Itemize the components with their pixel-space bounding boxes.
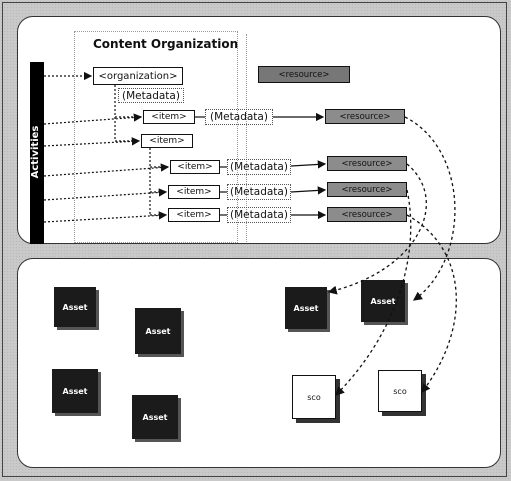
asset-block-4: Asset [132, 395, 178, 439]
organization-divider [246, 34, 247, 242]
content-organization-title: Content Organization [93, 37, 239, 51]
asset-block-5: Asset [285, 287, 327, 329]
item-metadata-4: (Metadata) [227, 184, 291, 200]
resource-legend: <resource> [258, 66, 350, 83]
asset-block-1: Asset [54, 287, 96, 327]
item-node-3: <item> [170, 160, 220, 174]
content-organization-box [74, 31, 238, 243]
item-node-4: <item> [168, 185, 220, 199]
item-node-2: <item> [141, 134, 193, 148]
organization-panel [17, 16, 501, 244]
item-node-1: <item> [143, 110, 195, 124]
resource-node-5: <resource> [327, 207, 407, 222]
item-node-5: <item> [168, 208, 220, 222]
sco-block-1: sco [292, 375, 336, 419]
activities-bar [30, 62, 44, 244]
organization-node: <organization> [93, 67, 183, 85]
resource-node-3: <resource> [327, 156, 407, 171]
resource-node-4: <resource> [327, 182, 407, 197]
item-metadata-3: (Metadata) [227, 159, 291, 175]
asset-block-2: Asset [135, 308, 181, 354]
item-metadata-1: (Metadata) [205, 109, 273, 125]
organization-metadata: (Metadata) [118, 88, 184, 103]
item-metadata-5: (Metadata) [227, 207, 291, 223]
asset-block-6: Asset [361, 280, 405, 322]
asset-block-3: Asset [52, 369, 98, 413]
diagram-frame [2, 2, 507, 477]
resource-node-1: <resource> [325, 109, 405, 124]
